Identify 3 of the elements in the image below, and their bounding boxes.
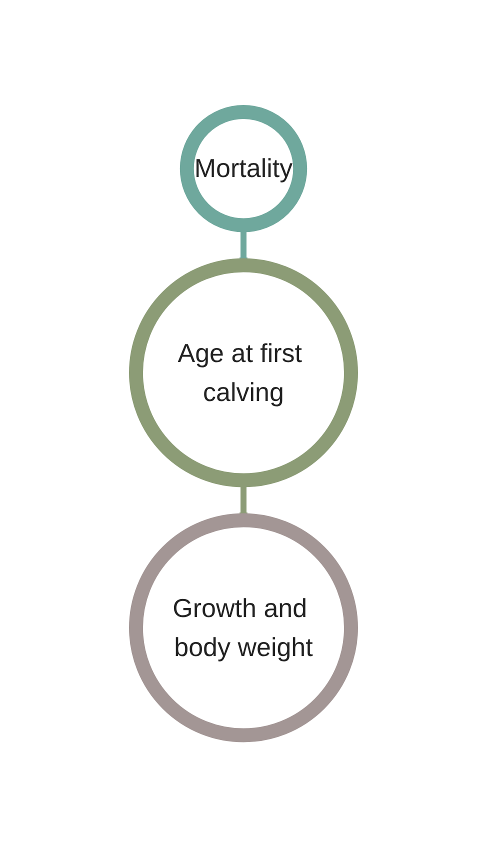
node-circle: Growth and body weight: [129, 514, 358, 743]
node-circle: Age at first calving: [129, 258, 358, 488]
node-circle: Mortality: [180, 105, 308, 233]
